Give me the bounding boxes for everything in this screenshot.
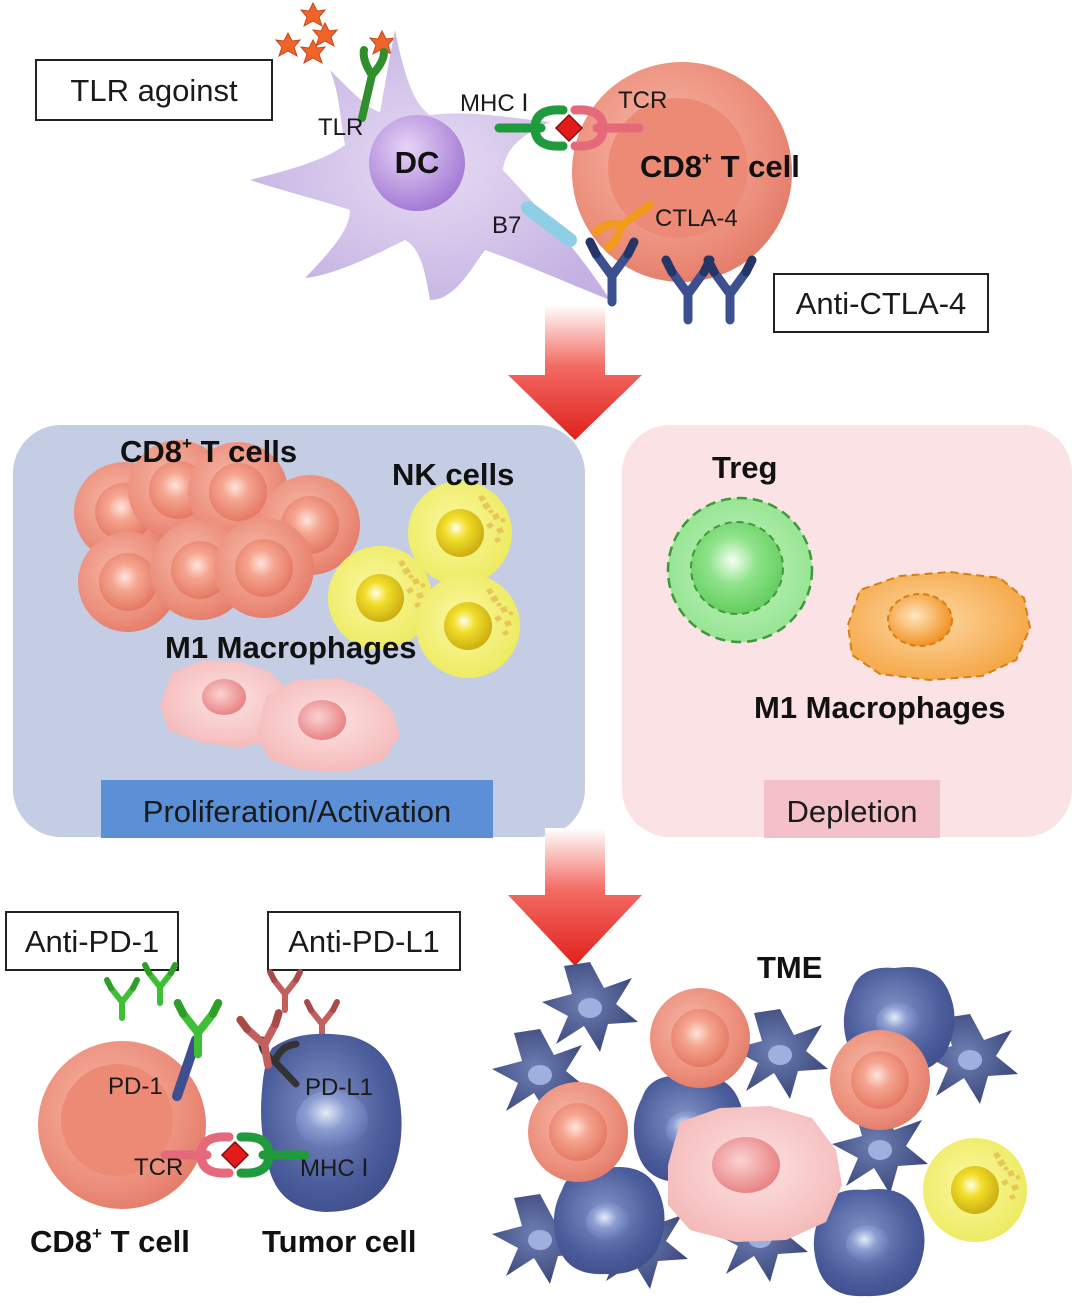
cd8-t-cell-bottom	[38, 1041, 206, 1209]
tumor-cell-dark	[542, 962, 638, 1052]
m1-macrophages-depleted-label: M1 Macrophages	[754, 690, 1006, 725]
anti-pdl1-label: Anti-PD-L1	[288, 924, 440, 959]
nk-cell	[408, 481, 512, 585]
bound-anti-pd1-antibody-icon	[178, 1003, 219, 1054]
cd8-t-cells-label: CD8+ T cells	[120, 434, 297, 469]
anti-pd1-antibody-icon	[107, 980, 137, 1018]
tlr-receptor-icon	[358, 46, 388, 122]
pdl1-label: PD-L1	[305, 1074, 373, 1101]
anti-ctla4-label: Anti-CTLA-4	[796, 286, 967, 321]
agonist-star-icon	[312, 22, 338, 47]
cd8-t-cell-bottom-label: CD8+ T cell	[30, 1224, 190, 1259]
tumor-cell-label: Tumor cell	[262, 1224, 416, 1259]
ctla4-label: CTLA-4	[655, 205, 738, 232]
nk-cells-label: NK cells	[392, 457, 514, 492]
tlr-agonist-box	[35, 59, 273, 121]
anti-ctla4-box	[773, 273, 989, 333]
anti-pdl1-box	[267, 911, 461, 971]
ctla4-receptor-icon	[592, 201, 654, 252]
anti-pd1-label: Anti-PD-1	[25, 924, 159, 959]
macrophage-pink	[668, 1106, 842, 1242]
pd1-receptor	[172, 1035, 201, 1101]
m1-macrophage-depleted	[846, 570, 1032, 682]
nk-cell	[923, 1138, 1027, 1242]
t-cell	[830, 1030, 930, 1130]
activation-caption-box	[101, 780, 493, 838]
b7-label: B7	[492, 212, 521, 239]
anti-pd1-box	[5, 911, 179, 971]
t-cell	[528, 1082, 628, 1182]
cd8-t-cell-label: CD8+ T cell	[640, 149, 800, 184]
cd8-t-cell	[572, 62, 792, 282]
b7-ligand	[521, 201, 577, 247]
tcr-label: TCR	[618, 87, 667, 114]
m1-macrophage-cluster	[160, 660, 400, 772]
tlr-agonist-label: TLR agoinst	[70, 73, 238, 108]
tumor-cell	[261, 1033, 402, 1212]
tumor-microenvironment	[492, 962, 1027, 1297]
anti-pdl1-antibody-icon	[270, 972, 300, 1010]
downward-arrow-2	[508, 828, 642, 966]
depletion-caption-box	[764, 780, 940, 838]
agonist-star-icon	[275, 32, 301, 57]
t-cell	[650, 988, 750, 1088]
dc-label: DC	[395, 145, 440, 180]
treg-label: Treg	[712, 450, 777, 485]
tlr-label: TLR	[318, 114, 363, 141]
treg-cell	[666, 496, 814, 644]
m1-macrophages-active-label: M1 Macrophages	[165, 630, 417, 665]
tumor-cell-round	[553, 1166, 665, 1275]
t-cell	[214, 518, 314, 618]
mhc1-bottom-label: MHC Ⅰ	[300, 1155, 368, 1182]
tme-label: TME	[757, 950, 822, 985]
pd1-label: PD-1	[108, 1073, 163, 1100]
activation-caption: Proliferation/Activation	[143, 794, 451, 829]
agonist-star-icon	[300, 2, 326, 27]
mhc1-label: MHC Ⅰ	[460, 90, 528, 117]
nk-cell	[416, 574, 520, 678]
dc-nucleus	[369, 115, 465, 211]
downward-arrow-1	[508, 305, 642, 440]
tcr-bottom-label: TCR	[134, 1154, 183, 1181]
depletion-caption: Depletion	[787, 794, 918, 829]
